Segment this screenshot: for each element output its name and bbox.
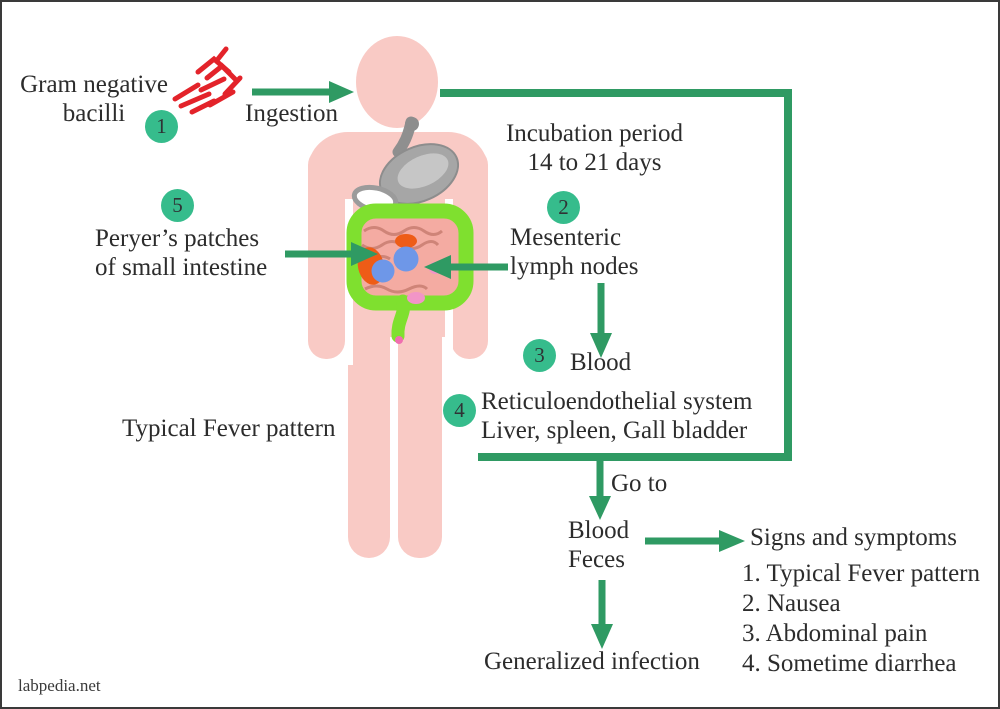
typical-fever-label: Typical Fever pattern <box>122 415 336 442</box>
gram-negative-label: Gram negative bacilli <box>8 70 180 128</box>
ingestion-label: Ingestion <box>245 100 339 127</box>
signs-list: 1. Typical Fever pattern 2. Nausea 3. Ab… <box>742 559 980 679</box>
blood-feces-line2: Feces <box>568 546 625 573</box>
generalized-infection-label: Generalized infection <box>484 648 700 675</box>
mesenteric-label: Mesenteric lymph nodes <box>510 223 638 281</box>
goto-arrowhead-icon <box>589 496 611 520</box>
mesenteric-line1: Mesenteric <box>510 224 622 251</box>
blood-feces-label: Blood Feces <box>568 516 629 574</box>
mesenteric-arrowhead-icon <box>424 255 451 279</box>
site-watermark: labpedia.net <box>18 676 101 695</box>
incubation-label: Incubation period 14 to 21 days <box>487 119 702 177</box>
peryers-line1: Peryer’s patches <box>95 225 260 252</box>
signs-title: Signs and symptoms <box>750 524 957 551</box>
incubation-line2: 14 to 21 days <box>527 149 662 176</box>
flow-arrows <box>252 81 792 649</box>
step-badge-5: 5 <box>161 189 194 222</box>
gram-negative-line2: bacilli <box>62 100 126 127</box>
peryers-arrowhead-icon <box>351 242 378 266</box>
peryers-label: Peryer’s patches of small intestine <box>95 224 267 282</box>
peryers-line2: of small intestine <box>95 254 268 281</box>
step-badge-2: 2 <box>547 191 580 224</box>
ingestion-arrowhead-icon <box>329 81 354 103</box>
reticuloendothelial-label: Reticuloendothelial system Liver, spleen… <box>481 387 752 445</box>
head-to-res-connector-line <box>440 89 792 461</box>
stomach-icon <box>351 116 460 214</box>
gram-negative-line1: Gram negative <box>20 71 168 98</box>
lymph-to-blood-arrowhead-icon <box>590 333 612 358</box>
blood-feces-line1: Blood <box>568 517 630 544</box>
blood-label: Blood <box>570 349 632 376</box>
incubation-line1: Incubation period <box>505 120 684 147</box>
intestine-icon <box>346 203 474 344</box>
mesenteric-line2: lymph nodes <box>510 253 639 280</box>
feces-to-generalized-arrowhead-icon <box>591 624 613 649</box>
step-badge-1: 1 <box>145 110 178 143</box>
signs-item-3: 3. Abdominal pain <box>742 620 928 647</box>
step-badge-4: 4 <box>443 394 476 427</box>
step-badge-3: 3 <box>523 339 556 372</box>
signs-item-2: 2. Nausea <box>742 590 841 617</box>
reticuloendothelial-line1: Reticuloendothelial system <box>481 388 753 415</box>
blood-to-signs-arrowhead-icon <box>719 530 745 552</box>
bacilli-icon <box>172 46 243 115</box>
go-to-label: Go to <box>611 470 668 497</box>
reticuloendothelial-line2: Liver, spleen, Gall bladder <box>481 417 748 444</box>
mesenteric-lymph-node-dot <box>371 259 395 283</box>
signs-item-4: 4. Sometime diarrhea <box>742 650 957 677</box>
mesenteric-lymph-node-dot <box>393 246 419 272</box>
signs-item-1: 1. Typical Fever pattern <box>742 560 980 587</box>
